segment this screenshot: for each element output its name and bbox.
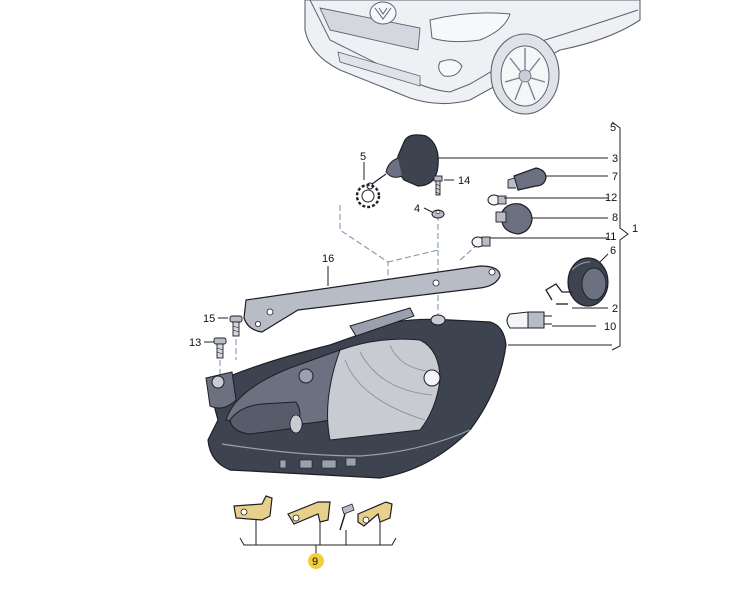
callout-16: 16 xyxy=(322,253,334,265)
leader-lines xyxy=(204,157,609,343)
main-bulb-part-3 xyxy=(366,134,439,190)
callout-12: 12 xyxy=(605,192,617,204)
callout-9: 9 xyxy=(312,556,318,568)
callout-14: 14 xyxy=(458,175,470,187)
repair-brackets-part-9 xyxy=(233,495,393,531)
bulb-socket-part-8 xyxy=(495,203,533,235)
callout-1: 1 xyxy=(632,223,638,235)
part-callouts: 5 3 7 12 8 1 11 6 2 10 5 14 4 16 15 13 9 xyxy=(189,122,638,569)
callout-11: 11 xyxy=(605,231,616,243)
callout-9-badge xyxy=(308,553,324,569)
screw-part-13 xyxy=(213,337,227,359)
part-9-grouping-bracket xyxy=(239,520,397,556)
callout-6: 6 xyxy=(610,245,616,257)
callout-4: 4 xyxy=(414,203,420,215)
vehicle-front-illustration xyxy=(304,0,641,115)
callout-5-ring: 5 xyxy=(360,151,366,163)
callout-13: 13 xyxy=(189,337,201,349)
callout-7: 7 xyxy=(612,171,618,183)
bulb-socket-part-7 xyxy=(507,167,547,191)
callout-10: 10 xyxy=(604,321,616,333)
clip-part-2 xyxy=(545,283,572,305)
assembly-bracket xyxy=(508,121,629,351)
bulb-part-10 xyxy=(506,311,552,329)
callout-15: 15 xyxy=(203,313,215,325)
retaining-ring-part-5 xyxy=(355,183,381,209)
small-bulb-part-12 xyxy=(487,194,507,206)
small-bulb-part-11 xyxy=(471,236,491,248)
cover-cap-part-6 xyxy=(567,257,609,307)
callout-8: 8 xyxy=(612,212,618,224)
screw-part-15 xyxy=(229,315,243,337)
washer-part-4 xyxy=(431,209,445,219)
headlight-housing xyxy=(205,307,507,479)
callout-3: 3 xyxy=(612,153,618,165)
mounting-strip-part-16 xyxy=(243,265,501,333)
callout-2: 2 xyxy=(612,303,618,315)
callout-5-top: 5 xyxy=(610,122,616,134)
screw-part-14 xyxy=(433,175,443,196)
